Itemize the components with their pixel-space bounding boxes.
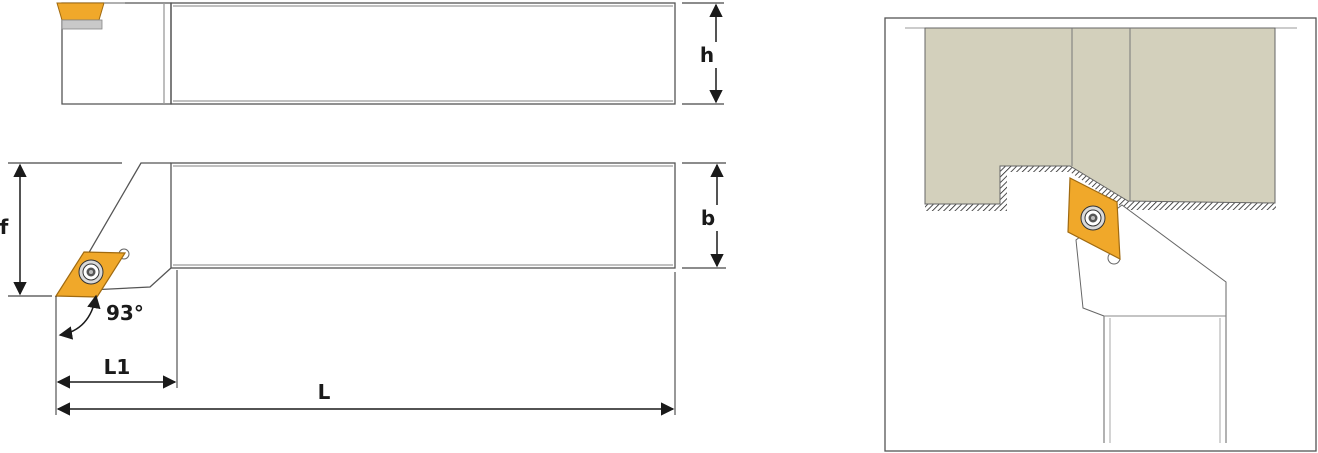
workpiece [924, 27, 1276, 205]
application-view-frame [884, 17, 1317, 452]
dimension-b-label: b [701, 206, 715, 230]
dimension-l: L [56, 272, 676, 416]
dimension-angle: 93° [55, 294, 144, 415]
side-view-shank [170, 2, 676, 105]
top-view [54, 162, 676, 298]
dimension-f: f [0, 162, 122, 297]
side-view-head [61, 2, 172, 105]
top-view-shank [170, 162, 676, 269]
dimension-l-label: L [318, 380, 331, 404]
dimension-f-label: f [0, 215, 9, 239]
application-insert-screw-icon [1080, 205, 1106, 231]
dimension-angle-label: 93° [106, 301, 144, 325]
dimension-h: h [682, 2, 724, 105]
dimension-l1: L1 [56, 270, 178, 389]
workpiece-hatching [925, 164, 1276, 211]
dimension-h-label: h [700, 43, 714, 67]
side-view-insert [56, 2, 105, 21]
side-view-shim [61, 19, 103, 30]
dimension-l1-label: L1 [104, 355, 131, 379]
dimension-b: b [682, 162, 726, 269]
insert-screw-icon [78, 259, 104, 285]
side-view [56, 2, 676, 105]
application-view [884, 17, 1317, 452]
